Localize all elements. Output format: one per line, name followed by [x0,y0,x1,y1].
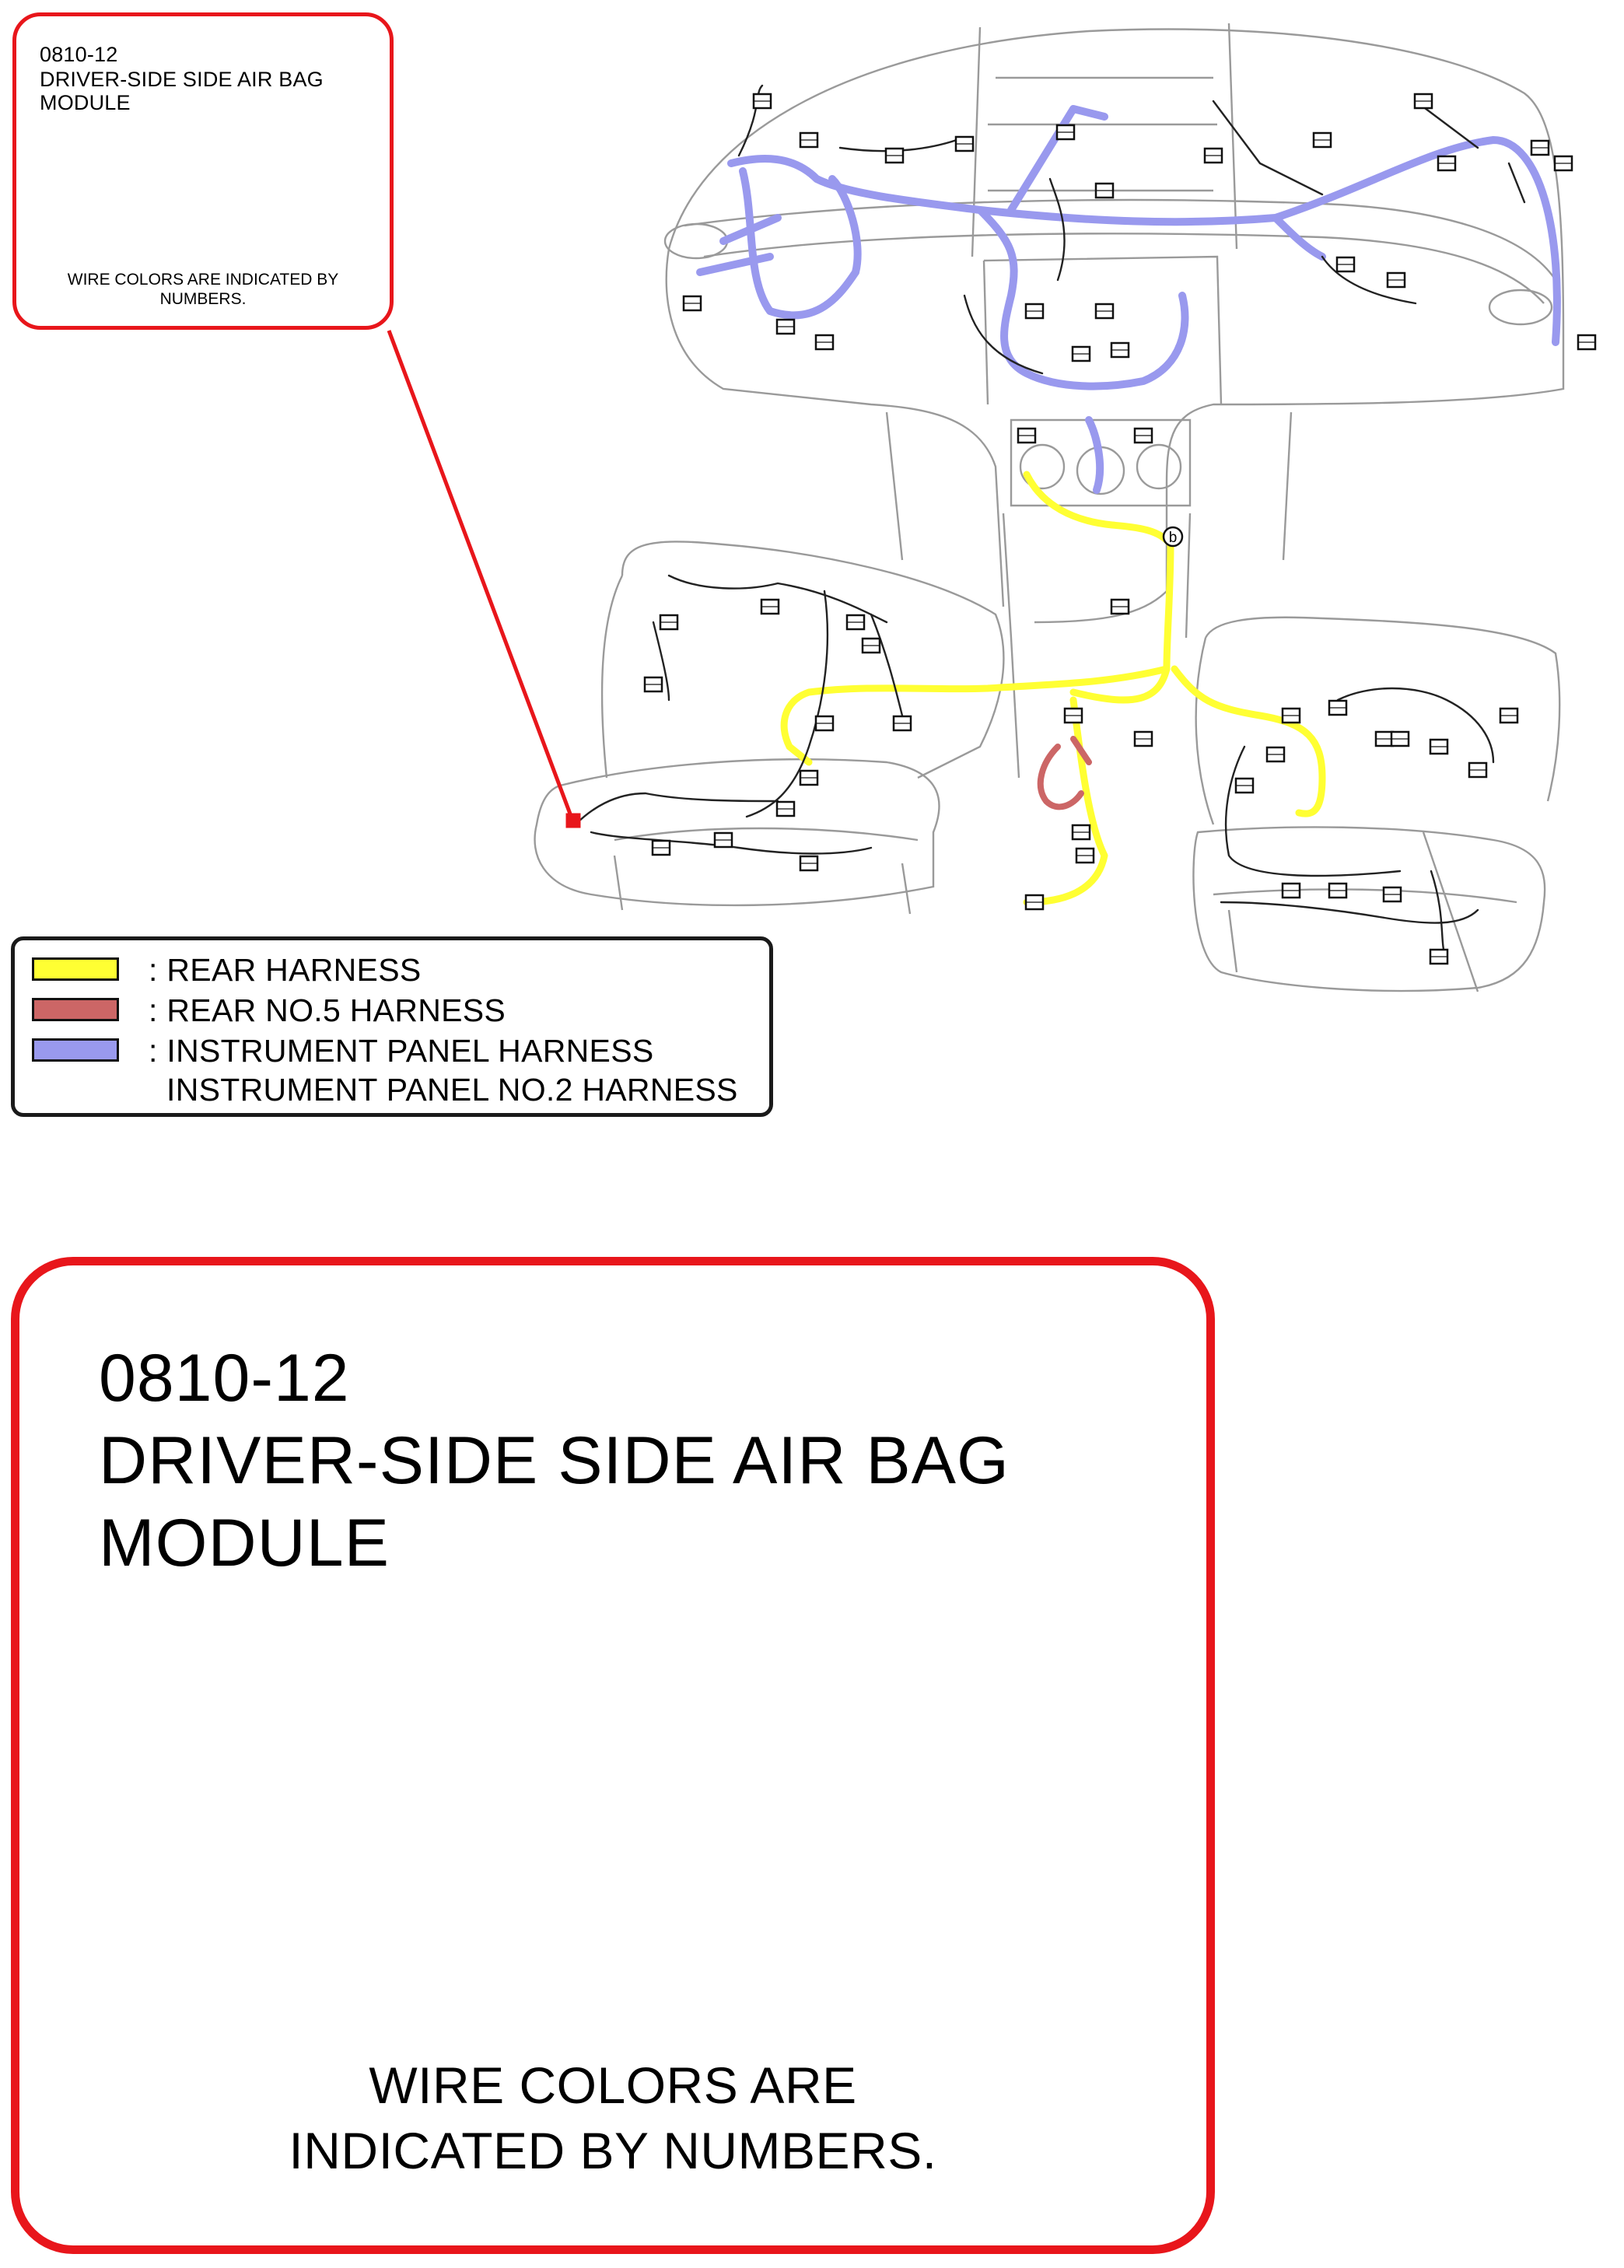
legend-label: : INSTRUMENT PANEL HARNESS [149,1033,654,1069]
legend-label: : REAR HARNESS [149,952,422,988]
connector-location-marker [565,813,581,828]
reference-mark-b: b [1169,530,1178,546]
harness-legend: : REAR HARNESS : REAR NO.5 HARNESS : INS… [11,936,773,1117]
callout-large: 0810-12 DRIVER-SIDE SIDE AIR BAG MODULE … [11,1257,1215,2254]
wire-color-note-line-1: WIRE COLORS ARE [369,2056,857,2114]
connector-title-large: DRIVER-SIDE SIDE AIR BAG MODULE [99,1423,1010,1580]
wire-color-note-small: WIRE COLORS ARE INDICATED BY NUMBERS. [67,271,339,308]
rear-no5-harness [1037,736,1092,810]
callout-small: 0810-12 DRIVER-SIDE SIDE AIR BAG MODULE … [12,12,394,330]
legend-swatch-yellow [32,957,119,981]
connector-code-small: 0810-12 [40,43,118,66]
harness-wires [574,84,1526,958]
vehicle-outline [534,23,1565,992]
connector-title-small: DRIVER-SIDE SIDE AIR BAG MODULE [40,68,324,114]
legend-swatch-red [32,998,119,1021]
callout-leader-line [387,330,576,823]
legend-label: : REAR NO.5 HARNESS [149,992,506,1028]
legend-label: INSTRUMENT PANEL NO.2 HARNESS [166,1072,738,1108]
wire-color-note-line-2: INDICATED BY NUMBERS. [289,2122,937,2179]
reference-mark-circle [1162,526,1184,548]
instrument-panel-harness [696,105,1561,494]
connector-code-large: 0810-12 [99,1341,350,1416]
rear-harness [780,471,1326,906]
legend-swatch-blue [32,1038,119,1062]
wire-color-note-large: WIRE COLORS ARE INDICATED BY NUMBERS. [19,2053,1206,2183]
